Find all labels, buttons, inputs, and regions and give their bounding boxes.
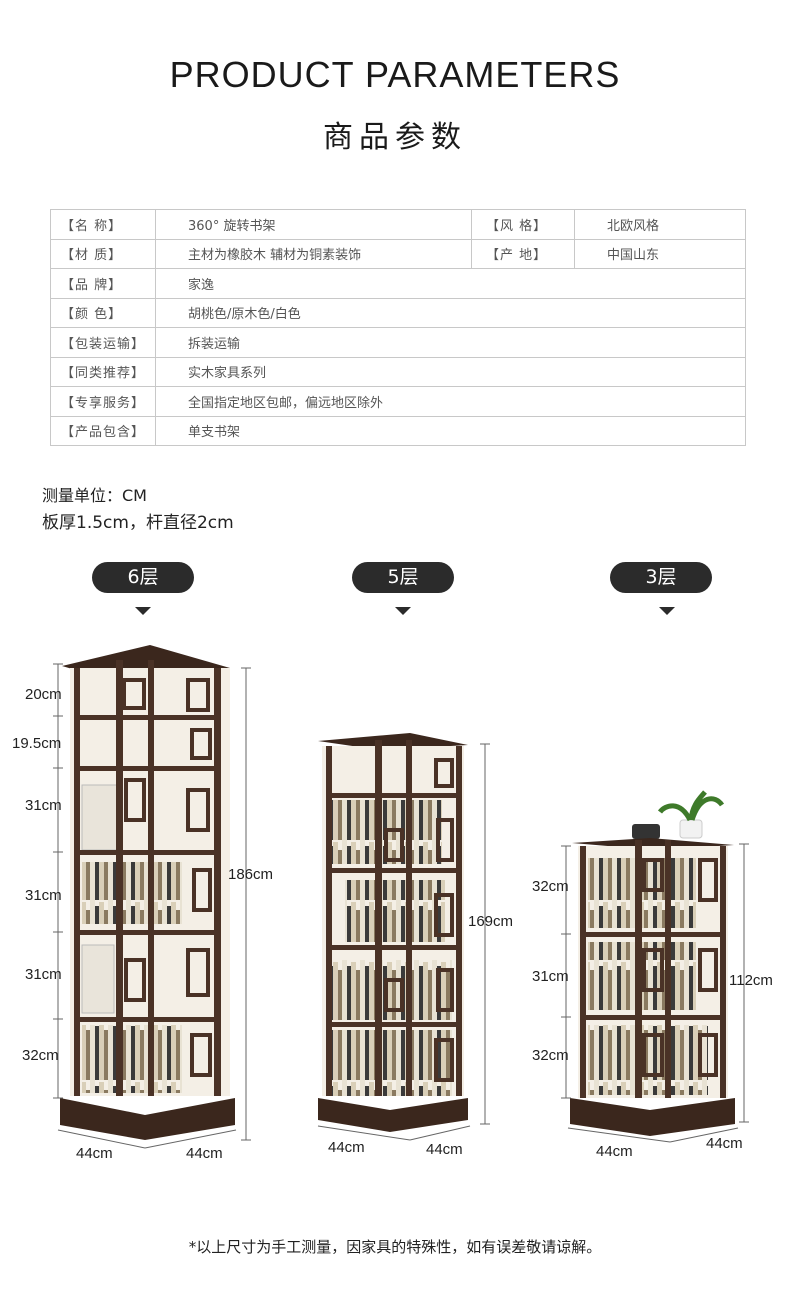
dimension-label: 44cm [328,1139,365,1156]
param-row-similar: 【同类推荐】 实木家具系列 [49,356,746,387]
dimension-label: 44cm [76,1145,113,1160]
books [345,880,445,942]
shelf-top [318,733,468,750]
shelf-post [720,846,726,1098]
books [82,862,182,924]
title-chinese: 商品参数 [323,120,467,155]
dimension-label: 169cm [468,913,513,930]
dimension-label: 19.5cm [12,735,61,752]
dimension-label: 44cm [426,1141,463,1158]
book-cover [81,784,123,851]
shelf-post [665,840,671,1098]
shelf-boards [326,793,462,1027]
variant-tab-3-layer[interactable]: 3层 [610,562,712,593]
dimension-label: 44cm [186,1145,223,1160]
parameters-table: 【名 称】 360° 旋转书架 【风 格】 北欧风格 【材 质】 主材为橡胶木 … [49,209,746,446]
param-value: 主材为橡胶木 辅材为铜素装饰 [155,238,473,269]
books [82,1025,182,1093]
param-label: 【包装运输】 [49,327,157,358]
disclaimer-note: *以上尺寸为手工测量，因家具的特殊性，如有误差敬请谅解。 [188,1238,602,1256]
dimension-label: 186cm [228,866,273,883]
arrow-down-icon [395,607,411,615]
param-label: 【材 质】 [49,238,157,269]
shelf-boards [74,715,221,1022]
param-value: 360° 旋转书架 [155,209,473,240]
dimension-label: 32cm [532,878,569,895]
param-value: 中国山东 [574,238,746,269]
shelf-base [60,1098,235,1140]
param-row-color: 【颜 色】 胡桃色/原木色/白色 [49,297,746,328]
param-row-material: 【材 质】 主材为橡胶木 辅材为铜素装饰 【产 地】 中国山东 [49,238,746,269]
param-value: 家逸 [155,268,746,299]
measurement-unit-note: 测量单位：CM [42,486,147,505]
param-label: 【品 牌】 [49,268,157,299]
param-label: 【颜 色】 [49,297,157,328]
param-label: 【产品包含】 [49,415,157,446]
shelf-post [116,660,123,1096]
dimension-label: 31cm [25,797,62,814]
param-row-brand: 【品 牌】 家逸 [49,268,746,299]
param-value: 全国指定地区包邮，偏远地区除外 [155,386,746,417]
dimension-label: 32cm [532,1047,569,1064]
books [332,1030,452,1096]
param-row-name: 【名 称】 360° 旋转书架 【风 格】 北欧风格 [49,209,746,240]
bookshelf-illustrations: 20cm 19.5cm 31cm 31cm 31cm 32cm 186cm 44… [12,645,773,1160]
variant-tab-6-layer[interactable]: 6层 [92,562,194,593]
shelf-5-layer [318,733,468,1132]
shelf-post [375,740,382,1096]
shelf-post [635,840,642,1098]
param-value: 单支书架 [155,415,746,446]
param-label: 【产 地】 [471,238,576,269]
variant-tab-5-layer[interactable]: 5层 [352,562,454,593]
shelf-boards [580,932,726,1020]
dimension-label: 112cm [729,972,773,989]
lattice [642,858,718,1077]
shelf-post [214,668,221,1096]
shelf-post [580,846,586,1098]
arrow-down-icon [659,607,675,615]
dimension-label: 44cm [596,1143,633,1160]
dimension-label: 20cm [25,686,62,703]
param-value: 实木家具系列 [155,356,746,387]
param-value: 胡桃色/原木色/白色 [155,297,746,328]
shelf-post [326,746,332,1096]
dimension-lines [53,663,749,1149]
param-label: 【风 格】 [471,209,576,240]
dimension-label: 44cm [706,1135,743,1152]
param-label: 【同类推荐】 [49,356,157,387]
dimension-label: 31cm [25,887,62,904]
param-value: 拆装运输 [155,327,746,358]
lattice [384,758,454,1082]
camera-icon [632,824,660,839]
thickness-note: 板厚1.5cm，杆直径2cm [42,513,234,533]
shelf-post [406,740,412,1096]
dimension-label: 32cm [22,1047,59,1064]
arrow-down-icon [135,607,151,615]
shelf-base [318,1098,468,1132]
param-row-service: 【专享服务】 全国指定地区包邮，偏远地区除外 [49,386,746,417]
shelf-post [456,746,462,1096]
param-value: 北欧风格 [574,209,746,240]
shelf-3-layer [570,790,735,1136]
param-row-contents: 【产品包含】 单支书架 [49,415,746,446]
param-row-packing: 【包装运输】 拆装运输 [49,327,746,358]
lattice [122,678,212,1077]
shelf-post [148,660,154,1096]
shelf-6-layer [60,645,235,1140]
shelf-base [570,1098,735,1136]
book-cover [81,944,115,1014]
param-label: 【专享服务】 [49,386,157,417]
title-english: PRODUCT PARAMETERS [169,54,621,95]
param-label: 【名 称】 [49,209,157,240]
plant-icon [657,790,725,839]
shelf-post [74,668,80,1096]
dimension-label: 31cm [532,968,569,985]
dimension-label: 31cm [25,966,62,983]
